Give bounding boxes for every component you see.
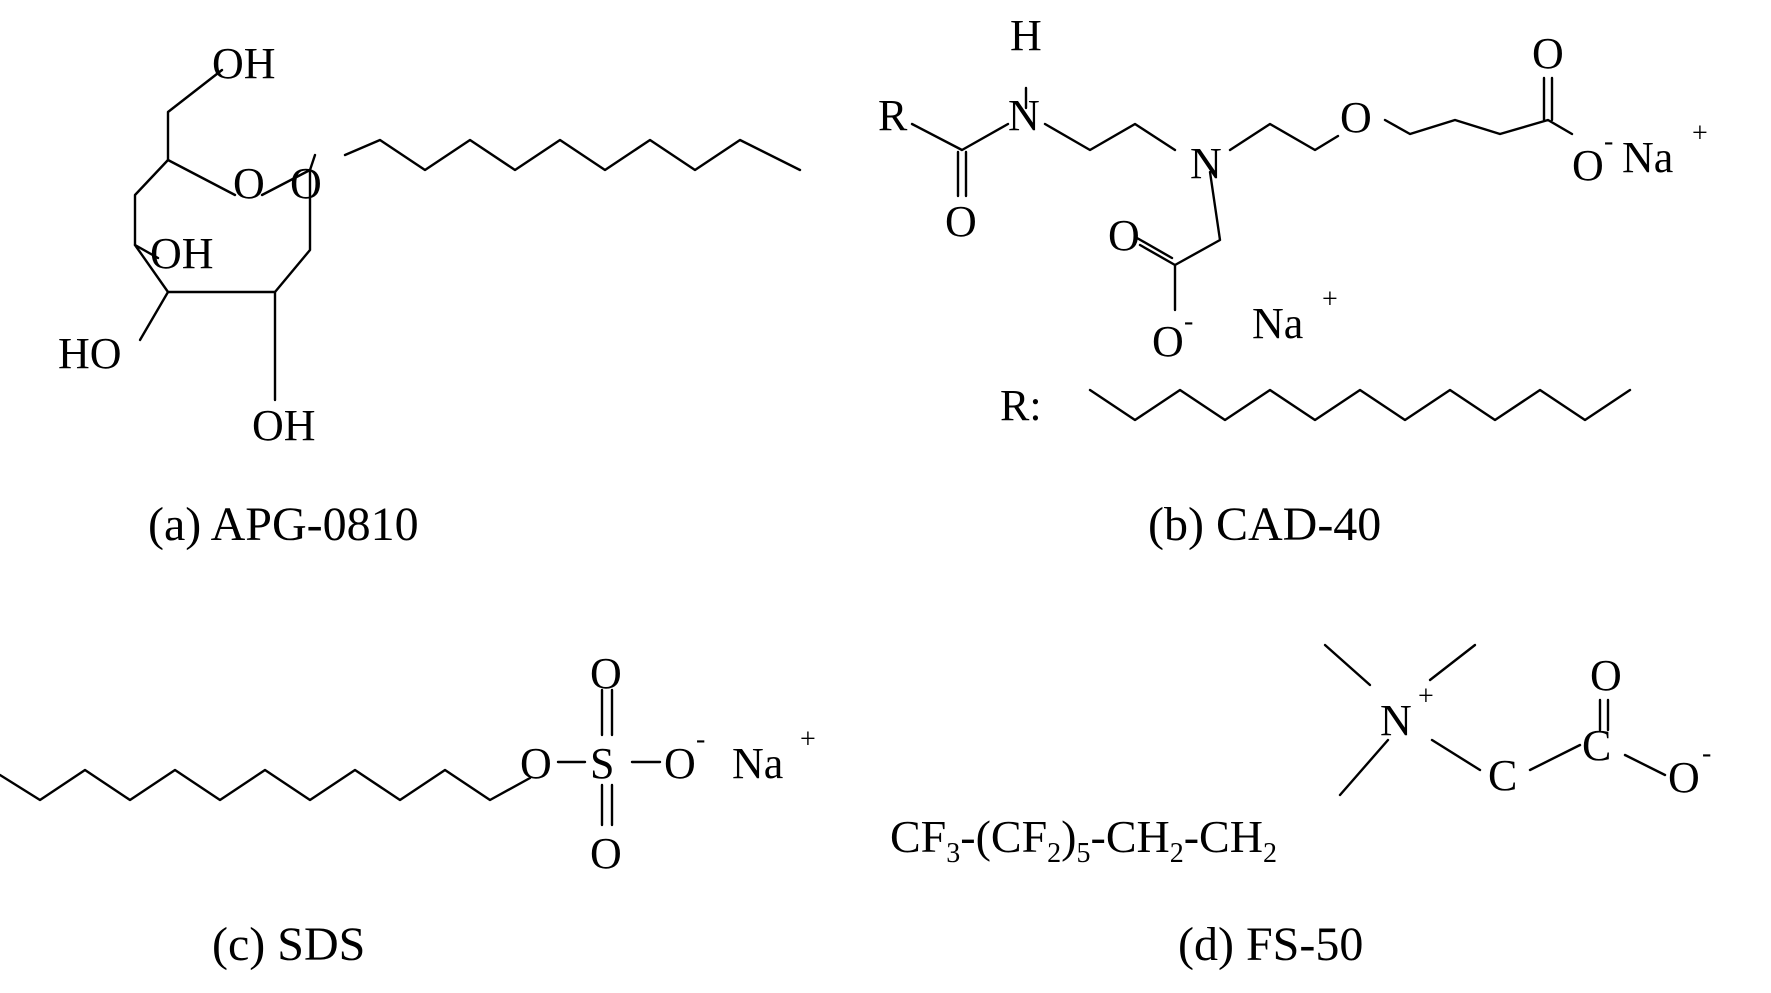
cad-amide-o-label: O	[945, 197, 977, 246]
cad-n2-label: N	[1190, 139, 1222, 188]
apg-ho-c4-label: HO	[58, 329, 122, 378]
cad-o-bottom-charge: -	[1184, 306, 1193, 337]
cad-r-chain	[1088, 388, 1632, 422]
cad-carboxyl-bottom-o-label: O	[1152, 317, 1184, 366]
fs-n-methyl-right	[1428, 643, 1477, 682]
fs-o-minus-label: O	[1668, 753, 1700, 802]
cad-h-label: H	[1010, 11, 1042, 60]
fs-formula-sub-2b: 2	[1170, 838, 1184, 869]
apg-oh-c2-label: OH	[252, 401, 316, 450]
cad-r-label: R	[878, 91, 908, 140]
apg-ring-bonds	[133, 158, 312, 294]
cad-n-ch2-down	[1173, 170, 1222, 267]
caption-d: (d) FS-50	[1178, 918, 1363, 971]
fs-c1-c2-bond	[1528, 743, 1582, 772]
cad-na1-charge: +	[1692, 118, 1708, 149]
cad-carboxyl-left-double	[1135, 236, 1177, 267]
sds-s-o-top-double	[600, 688, 614, 737]
caption-c: (c) SDS	[212, 918, 365, 971]
sds-na-label: Na	[732, 739, 783, 788]
cad-amide-co-double	[956, 150, 968, 198]
cad-ether-o-label: O	[1340, 93, 1372, 142]
sds-o-minus-charge: -	[696, 724, 705, 755]
cad-bonds	[910, 118, 1574, 152]
caption-a: (a) APG-0810	[148, 498, 419, 551]
fs-c2-o-top-double	[1598, 698, 1610, 732]
cad-na2-charge: +	[1322, 284, 1338, 315]
panel-d-fs-50: N + C C O O - CF3-(CF2)5-CH2-CH2 (d) FS-…	[890, 643, 1711, 971]
sds-o-bottom-label: O	[590, 829, 622, 878]
sds-na-charge: +	[800, 724, 816, 755]
apg-oh-c3-bond	[133, 243, 160, 260]
apg-link-o-label: O	[290, 159, 322, 208]
fs-n-c1-bond	[1430, 738, 1482, 772]
sds-o-minus-label: O	[664, 739, 696, 788]
apg-decyl-chain	[343, 138, 802, 172]
sds-ester-o-label: O	[520, 739, 552, 788]
apg-ch2oh-bond	[166, 68, 224, 162]
fs-c1-label: C	[1488, 751, 1517, 800]
apg-ho-c4-bond	[138, 290, 170, 342]
fs-formula-sub-5: 5	[1077, 838, 1091, 869]
fs-n-ch2-bond	[1338, 738, 1390, 797]
cad-na1-label: Na	[1622, 133, 1673, 182]
fs-c2-o-minus-bond	[1623, 753, 1667, 777]
fs-formula-cf: CF	[890, 811, 946, 862]
fs-formula-ch-2: -CH	[1184, 811, 1263, 862]
cad-carboxyl-top-double	[1542, 76, 1554, 122]
fs-n-methyl-left	[1323, 643, 1372, 687]
fs-formula-sub-3: 3	[946, 838, 960, 869]
fs-n-label: N	[1380, 696, 1412, 745]
fs-formula-ch-1: -CH	[1091, 811, 1170, 862]
panel-b-cad-40: H R N O N O O O - Na + O O - Na + R: (b)…	[878, 11, 1708, 551]
fs-o-top-label: O	[1590, 651, 1622, 700]
cad-carboxyl-top-o-label: O	[1532, 29, 1564, 78]
panel-c-sds: O S O O O - Na + (c) SDS	[0, 649, 816, 971]
fs-formula-paren: )	[1061, 811, 1076, 862]
cad-na2-label: Na	[1252, 299, 1303, 348]
fs-fluoro-chain-formula: CF3-(CF2)5-CH2-CH2	[890, 811, 1277, 869]
sds-s-o-bottom-double	[600, 783, 614, 827]
panel-a-apg-0810: OH O O OH HO OH (a) APG-0810	[58, 39, 802, 551]
sds-s-label: S	[590, 739, 614, 788]
sds-dodecyl-chain	[0, 768, 532, 802]
cad-n1-label: N	[1008, 91, 1040, 140]
fs-c2-label: C	[1582, 721, 1611, 770]
fs-o-minus-charge: -	[1702, 738, 1711, 769]
fs-formula-cf2: -(CF	[960, 811, 1047, 862]
apg-ring-o-label: O	[233, 159, 265, 208]
cad-r-definition-label: R:	[1000, 381, 1042, 430]
fs-formula-sub-2a: 2	[1047, 838, 1061, 869]
cad-o-minus-charge: -	[1604, 126, 1613, 157]
apg-glycosidic-bond	[308, 153, 317, 172]
fs-formula-sub-2c: 2	[1263, 838, 1277, 869]
fs-n-charge: +	[1418, 681, 1434, 712]
cad-o-minus-label: O	[1572, 141, 1604, 190]
apg-oh-c3-label: OH	[150, 229, 214, 278]
sds-o-top-label: O	[590, 649, 622, 698]
caption-b: (b) CAD-40	[1148, 498, 1381, 551]
cad-carboxyl-left-o-label: O	[1108, 211, 1140, 260]
apg-oh-top-label: OH	[212, 39, 276, 88]
